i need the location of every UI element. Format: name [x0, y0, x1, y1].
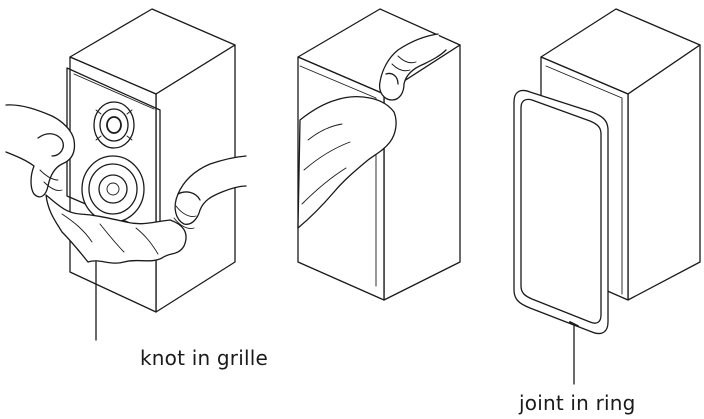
- right-hand-1: [174, 155, 247, 225]
- joint-in-ring-label: joint in ring: [519, 391, 636, 415]
- panel-1-speaker-with-grille-knot: [5, 8, 247, 341]
- top-hand-2: [378, 33, 447, 101]
- ring-joint: [569, 321, 579, 327]
- grille-frame-ring-inner: [520, 98, 602, 324]
- top-hand-2-thumb: [385, 72, 399, 85]
- panel-3-speaker-with-frame-ring: [513, 8, 701, 385]
- right-hand-1-fingers: [173, 205, 197, 229]
- grille-cloth-1: [45, 194, 187, 264]
- panel-2-speaker-grille-peeling: [297, 8, 461, 301]
- knot-in-grille-label: knot in grille: [140, 346, 268, 370]
- left-hand-1-thumb: [37, 133, 64, 157]
- grille-cloth-1-folds: [61, 213, 159, 255]
- cabinet-1-baffle-inner: [73, 73, 155, 110]
- cabinet-3-front-recess: [545, 65, 623, 295]
- grille-2-frame-edge: [299, 65, 377, 287]
- tweeter-1: [93, 101, 135, 149]
- left-hand-1: [5, 104, 76, 198]
- woofer-1: [81, 155, 145, 223]
- grille-cloth-2: [297, 96, 397, 229]
- grille-frame-ring: [513, 89, 609, 335]
- right-hand-1-thumb: [177, 191, 201, 201]
- left-hand-1-fingers: [39, 169, 63, 191]
- grille-cloth-2-folds: [301, 123, 351, 205]
- top-hand-2-fingers: [391, 55, 417, 72]
